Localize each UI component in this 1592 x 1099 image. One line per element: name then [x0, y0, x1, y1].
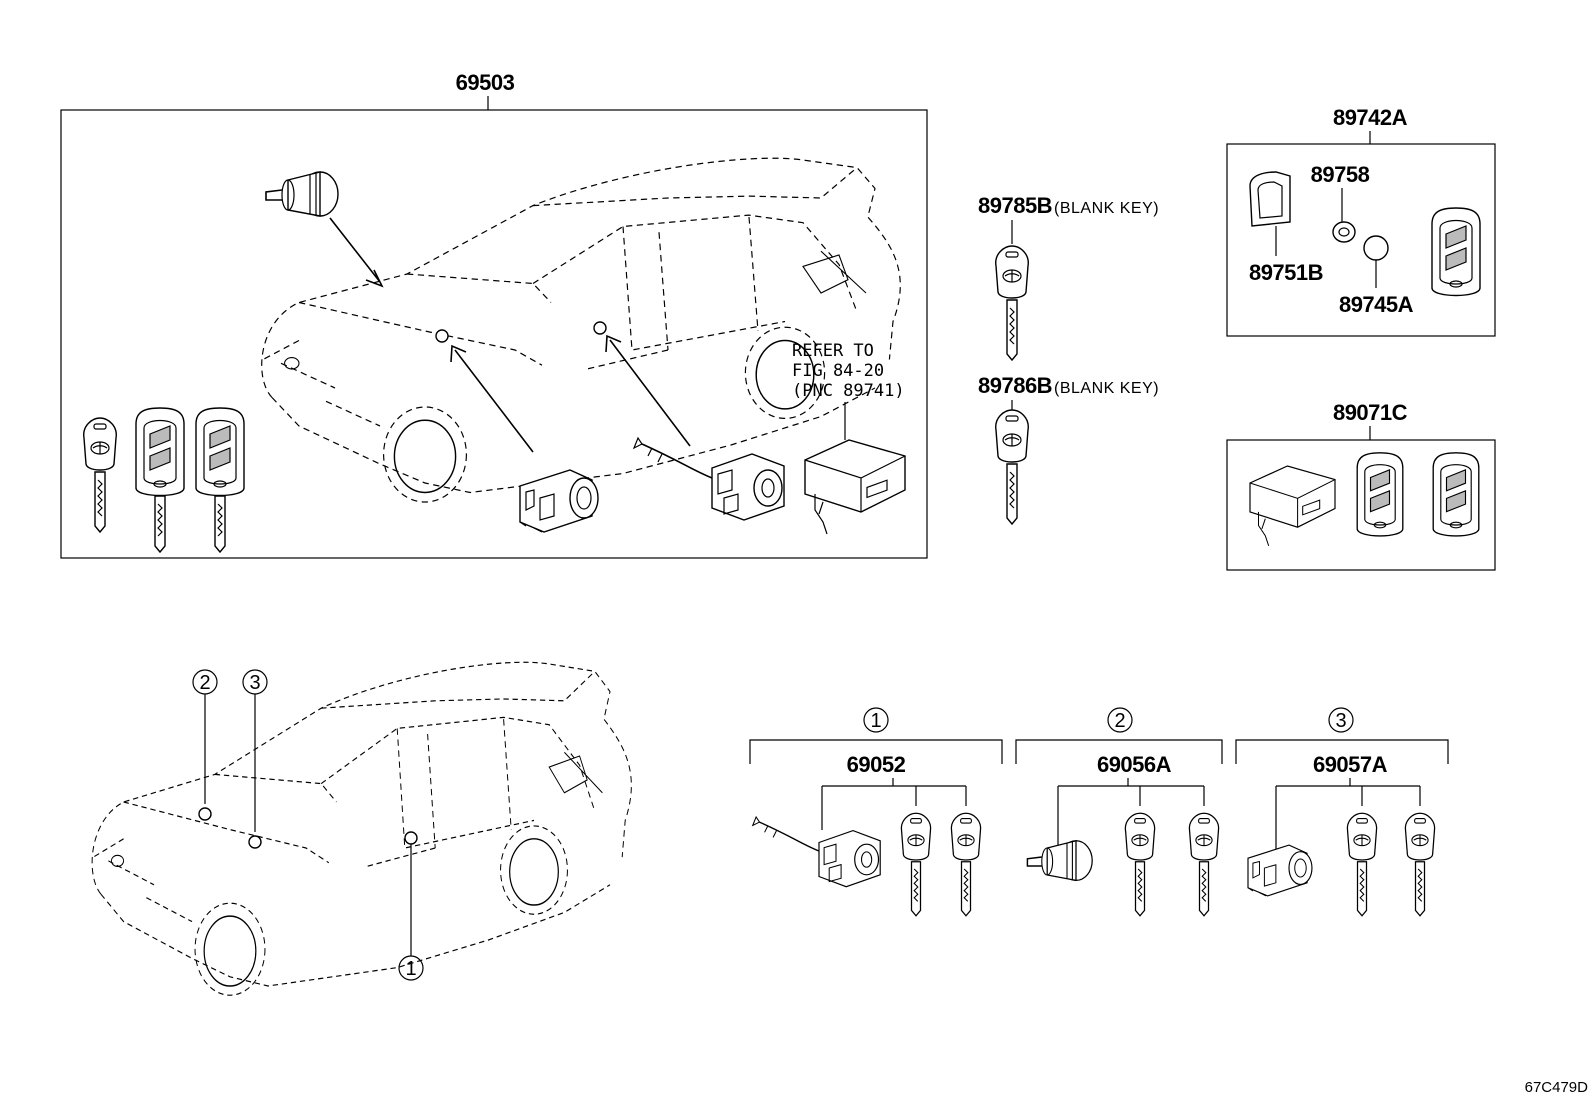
set-2-key-illustration-1: [1124, 812, 1156, 917]
vehicle-marker-1: [398, 955, 424, 981]
receiver-fob-illustration-2: [1432, 452, 1480, 537]
vehicle-illustration-top: [260, 157, 902, 503]
part-number-69503: 69503: [456, 70, 515, 95]
set-3-key-illustration-1: [1346, 812, 1378, 917]
blank-key-note-2: (BLANK KEY): [1054, 380, 1159, 397]
set-group-1: 1 69052: [749, 707, 1003, 917]
part-number-89742A: 89742A: [1333, 105, 1408, 130]
set-1-ignition-illustration: [752, 816, 881, 888]
svg-text:3: 3: [249, 672, 260, 694]
part-number-89751B: 89751B: [1249, 260, 1323, 285]
part-number-69052: 69052: [847, 752, 906, 777]
blank-key-group-2: 89786B (BLANK KEY): [978, 373, 1159, 525]
transmitter-kit-group: 89742A 89758 89751B 89745A: [1226, 105, 1496, 337]
key-illustration: [83, 417, 117, 533]
set-marker-1: 1: [870, 710, 881, 732]
receiver-kit-group: 89071C: [1226, 400, 1496, 571]
hood-cylinder-illustration: [265, 171, 339, 217]
receiver-ecu-illustration: [804, 439, 906, 535]
set-2-cylinder-illustration: [1026, 840, 1093, 882]
arrow-door-cylinder: [450, 344, 534, 453]
lock-point-2: [593, 321, 607, 335]
part-number-89071C: 89071C: [1333, 400, 1408, 425]
set-marker-3: 3: [1335, 710, 1346, 732]
main-assembly-group: 69503 REFER TO FIG 84-20 (PNC 89741): [60, 70, 928, 559]
diagram-code: 67C479D: [1525, 1079, 1589, 1096]
part-number-69057A: 69057A: [1313, 752, 1388, 777]
set-group-3: 3 69057A: [1235, 707, 1449, 917]
blank-key-group-1: 89785B (BLANK KEY): [978, 193, 1159, 361]
receiver-box-illustration: [1249, 465, 1336, 547]
arrow-ignition: [605, 334, 691, 447]
part-number-89786B: 89786B: [978, 373, 1052, 398]
part-number-89785B: 89785B: [978, 193, 1052, 218]
lock-point-1: [435, 329, 449, 343]
fob-illustration-1: [135, 407, 185, 553]
cover-illustration: [1363, 235, 1389, 261]
reference-line-3: (PNC 89741): [792, 381, 905, 401]
reference-line-1: REFER TO: [792, 341, 874, 361]
set-1-key-illustration-1: [900, 812, 932, 917]
transmitter-fob-illustration: [1431, 207, 1481, 297]
vehicle-illustration-bottom: [91, 661, 633, 996]
set-2-key-illustration-2: [1188, 812, 1220, 917]
battery-illustration: [1332, 221, 1356, 243]
part-number-89758: 89758: [1311, 162, 1370, 187]
set-3-cylinder-illustration: [1247, 844, 1313, 897]
fob-illustration-2: [195, 407, 245, 553]
receiver-fob-illustration-1: [1356, 452, 1404, 537]
svg-text:1: 1: [405, 958, 416, 980]
part-number-69056A: 69056A: [1097, 752, 1172, 777]
door-cylinder-illustration: [519, 469, 599, 533]
arrow-hood: [329, 217, 384, 288]
svg-text:2: 2: [199, 672, 210, 694]
blank-key-illustration-1: [995, 245, 1029, 361]
set-group-2: 2 69056A: [1015, 707, 1223, 917]
blank-key-illustration-2: [995, 409, 1029, 525]
part-number-89745A: 89745A: [1339, 292, 1414, 317]
ignition-switch-illustration: [633, 437, 785, 521]
vehicle-location-group: 2 3 1: [91, 661, 633, 996]
set-3-key-illustration-2: [1404, 812, 1436, 917]
set-marker-2: 2: [1114, 710, 1125, 732]
reference-line-2: FIG 84-20: [792, 361, 884, 381]
blank-key-note-1: (BLANK KEY): [1054, 200, 1159, 217]
set-1-key-illustration-2: [950, 812, 982, 917]
reference-note: REFER TO FIG 84-20 (PNC 89741): [792, 341, 905, 401]
transmitter-case-illustration: [1249, 171, 1291, 227]
